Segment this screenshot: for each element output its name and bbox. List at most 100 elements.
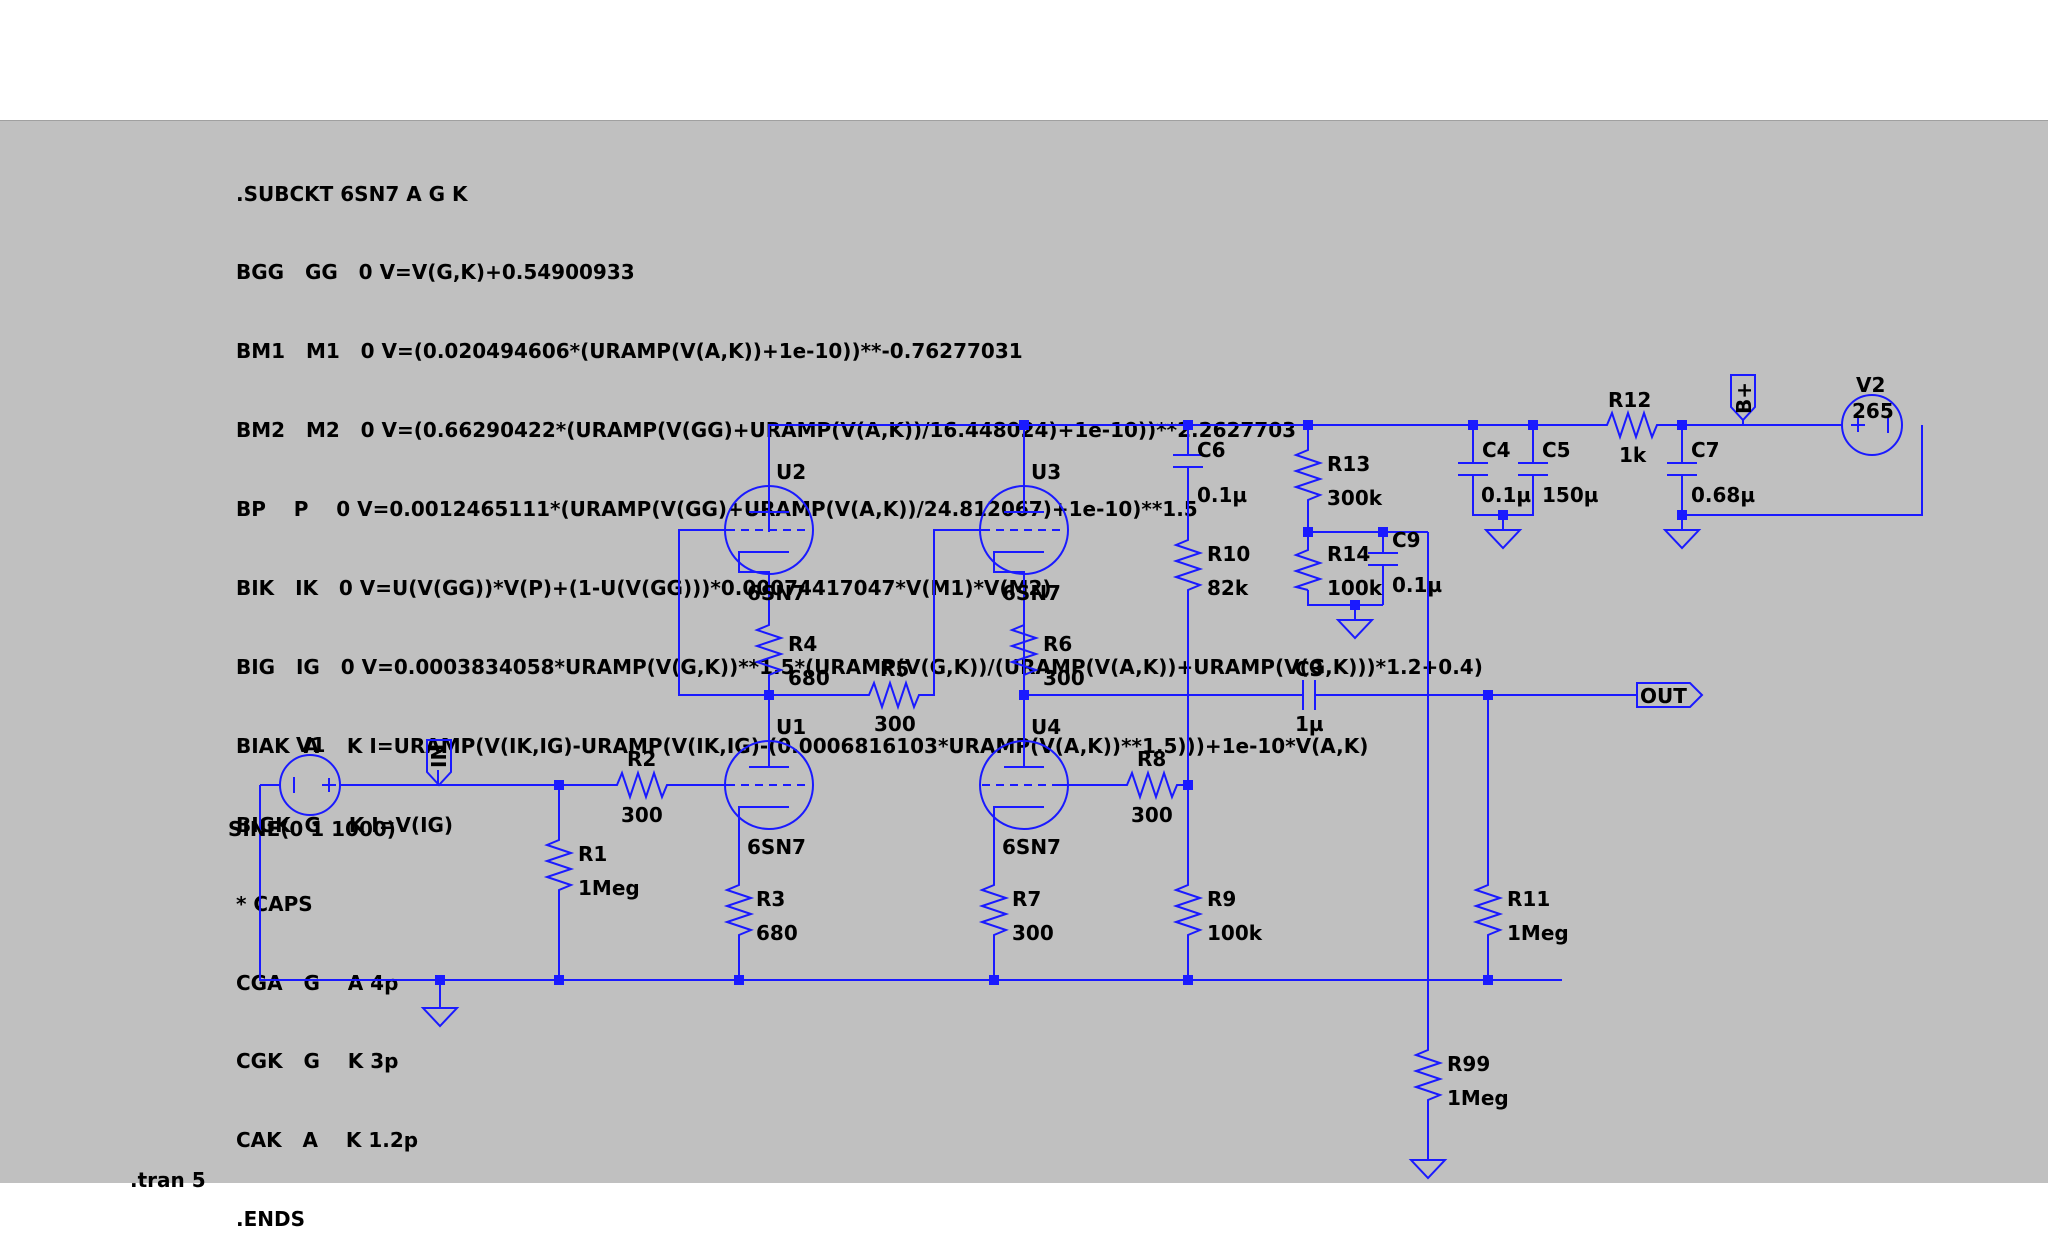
label-r10-value: 82k	[1207, 576, 1249, 600]
label-r2-name: R2	[627, 747, 656, 771]
resistor-r7[interactable]	[978, 880, 1010, 940]
label-u1-value: 6SN7	[747, 835, 806, 859]
label-c7-value: 0.68µ	[1691, 483, 1755, 507]
junction	[1019, 690, 1029, 700]
net-label-out: OUT	[1640, 684, 1687, 708]
junction	[554, 975, 564, 985]
tube-u1[interactable]	[724, 740, 814, 836]
label-r99-value: 1Meg	[1447, 1086, 1509, 1110]
label-u2-name: U2	[776, 460, 806, 484]
label-r2-value: 300	[621, 803, 663, 827]
label-r3-name: R3	[756, 887, 785, 911]
ground-icon	[1335, 619, 1375, 640]
source-v1[interactable]	[260, 754, 341, 816]
ground-icon	[1483, 529, 1523, 550]
netlist-line: BIAK A K I=URAMP(V(IK,IG)-URAMP(V(IK,IG)…	[236, 733, 1369, 758]
resistor-r99[interactable]	[1412, 1045, 1444, 1105]
label-v2-name: V2	[1856, 373, 1885, 397]
label-c3-name: C3	[1295, 657, 1324, 681]
netlist-line: BM2 M2 0 V=(0.66290422*(URAMP(V(GG)+URAM…	[236, 418, 1297, 443]
resistor-r12[interactable]	[1602, 409, 1682, 441]
sim-directive[interactable]: .tran 5	[130, 1168, 206, 1192]
label-r3-value: 680	[756, 921, 798, 945]
junction	[1303, 420, 1313, 430]
source-circle	[1841, 394, 1903, 456]
label-u2-value: 6SN7	[747, 581, 806, 605]
tube-cathode	[993, 551, 1025, 582]
junction	[1378, 527, 1388, 537]
net-label-in: IN	[427, 744, 451, 768]
wire-r5-u3grid[interactable]	[929, 529, 982, 696]
label-r4-name: R4	[788, 632, 817, 656]
resistor-r10[interactable]	[1172, 535, 1204, 600]
voltage-sources	[260, 394, 1903, 816]
label-r12-name: R12	[1608, 388, 1651, 412]
resistor-r14[interactable]	[1292, 545, 1324, 591]
labels: IN B+ OUT V1 SINE(0 1 1000) V2 265 U2 6S…	[228, 373, 1894, 1110]
capacitors	[1173, 454, 1697, 710]
tube-u3[interactable]	[979, 485, 1069, 582]
label-r6-value: 300	[1043, 666, 1085, 690]
netlist-line: .SUBCKT 6SN7 A G K	[236, 181, 468, 206]
junction	[1183, 780, 1193, 790]
ground-icon	[420, 1007, 460, 1028]
tube-u4[interactable]	[979, 740, 1069, 836]
resistor-r1[interactable]	[543, 835, 575, 900]
resistor-r8[interactable]	[1122, 769, 1187, 801]
junction	[1483, 690, 1493, 700]
netlist-line: BIK IK 0 V=U(V(GG))*V(P)+(1-U(V(GG)))*0.…	[236, 576, 1052, 601]
resistor-r13[interactable]	[1292, 445, 1324, 510]
spice-netlist: .SUBCKT 6SN7 A G K BGG GG 0 V=V(G,K)+0.5…	[236, 128, 1483, 1259]
resistors	[543, 409, 1682, 1105]
label-r12-value: 1k	[1619, 443, 1647, 467]
resistor-r3[interactable]	[723, 880, 755, 940]
resistor-r11[interactable]	[1472, 880, 1504, 940]
wire-ground-rail[interactable]	[259, 785, 1562, 981]
label-u4-name: U4	[1031, 715, 1061, 739]
resistor-r2[interactable]	[612, 769, 677, 801]
netlist-line: * CAPS	[236, 891, 313, 916]
junction	[1019, 420, 1029, 430]
junction	[734, 975, 744, 985]
label-c4-value: 0.1µ	[1481, 483, 1531, 507]
wire-u2-grid[interactable]	[678, 529, 769, 696]
junction	[1677, 510, 1687, 520]
wires	[259, 424, 1923, 1160]
label-u3-name: U3	[1031, 460, 1061, 484]
resistor-r5[interactable]	[864, 679, 929, 711]
junction	[1350, 600, 1360, 610]
junction	[764, 690, 774, 700]
tube-envelope	[979, 740, 1069, 830]
netlist-line: BIG IG 0 V=0.0003834058*URAMP(V(G,K))**1…	[236, 654, 1483, 679]
resistor-r9[interactable]	[1172, 880, 1204, 940]
label-c5-value: 150µ	[1542, 483, 1599, 507]
netlist-line: CGK G K 3p	[236, 1049, 399, 1074]
label-r13-name: R13	[1327, 452, 1370, 476]
label-c4-name: C4	[1482, 438, 1511, 462]
label-v1-name: V1	[296, 733, 325, 757]
wire-v2-return[interactable]	[1682, 425, 1923, 516]
label-c9-value: 0.1µ	[1392, 573, 1442, 597]
tube-cathode	[738, 551, 770, 582]
net-flag-out[interactable]	[1636, 682, 1704, 708]
label-v1-value: SINE(0 1 1000)	[228, 817, 396, 841]
source-v2[interactable]	[1841, 394, 1903, 456]
label-c6-value: 0.1µ	[1197, 483, 1247, 507]
resistor-r6[interactable]	[1008, 620, 1040, 685]
net-flag-in[interactable]	[426, 739, 452, 787]
label-v2-value: 265	[1852, 399, 1894, 423]
netlist-line: BGG GG 0 V=V(G,K)+0.54900933	[236, 260, 635, 285]
resistor-r4[interactable]	[753, 620, 785, 685]
label-r5-name: R5	[880, 657, 909, 681]
label-r10-name: R10	[1207, 542, 1250, 566]
net-flag-bplus[interactable]	[1730, 374, 1756, 422]
wire-r14-bottom[interactable]	[1307, 590, 1355, 606]
label-c9-name: C9	[1392, 528, 1421, 552]
junction	[1483, 975, 1493, 985]
junction	[989, 975, 999, 985]
label-r13-value: 300k	[1327, 486, 1383, 510]
label-r9-name: R9	[1207, 887, 1236, 911]
junction	[1183, 975, 1193, 985]
label-r8-value: 300	[1131, 803, 1173, 827]
tube-u2[interactable]	[724, 485, 814, 582]
